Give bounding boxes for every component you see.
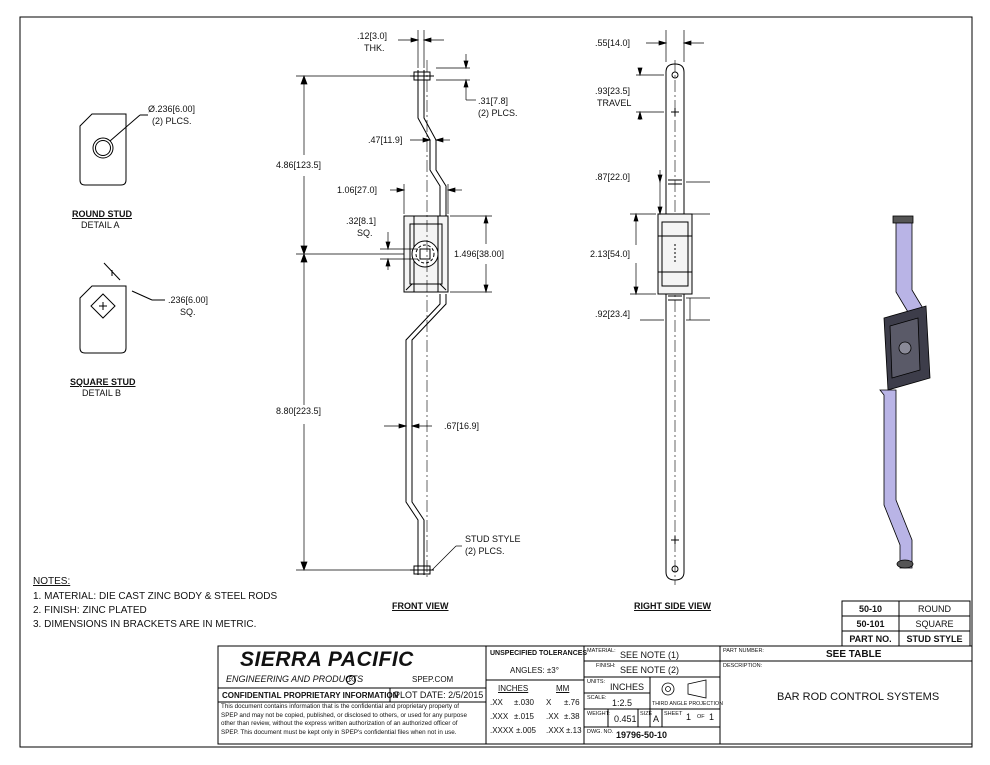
side-view-lock-body [657,213,693,295]
part-table-part-cell: 50-10 [858,604,883,614]
front-view-lock-body [403,215,449,293]
detail-round-title: ROUND STUD [72,209,132,219]
finish-value: SEE NOTE (2) [620,665,680,675]
tol-in-format: .XXXX [490,726,514,735]
dwg-label: DWG. NO. [587,729,614,735]
tol-in-format: .XX [490,698,503,707]
sheet-number: 1 [686,712,692,722]
size-value: A [653,714,660,724]
dim-upper-length: 4.86[123.5] [276,160,322,170]
dim-offset-top-note: (2) PLCS. [478,108,518,118]
dim-travel: .93[23.5] [595,86,631,96]
dim-side-lower-gap: .92[23.4] [595,309,631,319]
detail-round-note: (2) PLCS. [152,116,192,126]
sheet-label: SHEET [664,711,683,717]
part-table-header-part: PART NO. [849,634,892,644]
tol-mm-format: .XXX [546,726,565,735]
detail-square-title: SQUARE STUD [70,377,136,387]
dim-upper-offset: .47[11.9] [368,135,403,145]
third-angle-projection-symbol [661,679,707,699]
size-label: SIZE [640,711,653,717]
dim-side-upper-gap: .87[22.0] [595,172,631,182]
material-label: MATERIAL: [587,648,616,654]
tol-in-value: ±.005 [516,726,536,735]
tolerances-title: UNSPECIFIED TOLERANCES [490,650,588,657]
company-subtitle: ENGINEERING AND PRODUCTS [226,674,364,684]
part-table-header-style: STUD STYLE [906,634,963,644]
units-label: UNITS: [587,679,606,685]
tolerances-mm-header: MM [556,684,570,693]
tol-mm-value: ±.38 [564,712,580,721]
tol-in-value: ±.030 [514,698,534,707]
dim-thk-label: THK. [364,43,385,53]
front-view-title: FRONT VIEW [392,601,449,611]
dim-lower-length: 8.80[223.5] [276,406,322,416]
detail-a-round-stud [79,113,148,186]
part-number-value: SEE TABLE [826,649,882,660]
sheet-total: 1 [709,712,715,722]
dim-body-width: 1.06[27.0] [337,185,378,195]
plot-date: PLOT DATE: 2/5/2015 [394,690,484,700]
part-table-part-cell: 50-101 [856,619,885,629]
front-view-rod [405,70,447,575]
tol-mm-format: .XX [546,712,559,721]
tolerances-inches-header: INCHES [498,684,529,693]
part-table-style-cell: SQUARE [915,619,954,629]
dim-side-width: .55[14.0] [595,38,631,48]
confidential-title: CONFIDENTIAL PROPRIETARY INFORMATION [222,691,399,700]
front-view-dimensions [296,30,492,571]
weight-value: 0.451 [614,714,637,724]
tol-mm-value: ±.13 [566,726,582,735]
detail-b-square-stud [79,262,165,354]
company-name: SIERRA PACIFIC [240,648,414,671]
dim-offset-top: .31[7.8] [478,96,509,106]
description-value: BAR ROD CONTROL SYSTEMS [777,691,940,703]
weight-label: WEIGHT: [587,711,610,717]
isometric-view [879,215,931,569]
tol-in-format: .XXX [490,712,509,721]
dim-body-height: 1.496[38.00] [454,249,505,259]
dwg-number: 19796-50-10 [616,730,668,740]
tol-mm-value: ±.76 [564,698,580,707]
detail-square-dim: .236[6.00] [168,295,209,305]
description-label: DESCRIPTION: [723,663,763,669]
detail-square-sub: DETAIL B [82,388,122,398]
sheet-border [19,16,973,748]
part-table-style-cell: ROUND [918,604,951,614]
detail-round-sub: DETAIL A [81,220,120,230]
title-block-grid [217,645,973,745]
scale-value: 1:2.5 [612,698,633,708]
tol-in-value: ±.015 [514,712,534,721]
sheet-of: OF [697,714,705,720]
tol-mm-format: X [546,698,552,707]
note-item: 3. DIMENSIONS IN BRACKETS ARE IN METRIC. [33,619,257,630]
notes-title: NOTES: [33,576,71,587]
material-value: SEE NOTE (1) [620,650,680,660]
part-number-label: PART NUMBER: [723,648,764,654]
finish-label: FINISH: [596,663,616,669]
company-website: SPEP.COM [412,675,454,684]
units-value: INCHES [610,682,645,692]
dim-travel-label: TRAVEL [597,98,632,108]
projection-label: THIRD ANGLE PROJECTION [652,701,723,707]
dim-stud-style: STUD STYLE [465,534,521,544]
scale-label: SCALE: [587,695,607,701]
side-view-dimensions [630,30,710,321]
registered-mark: R [346,675,356,685]
dim-thk: .12[3.0] [357,31,388,41]
note-item: 1. MATERIAL: DIE CAST ZINC BODY & STEEL … [33,591,278,602]
side-view-title: RIGHT SIDE VIEW [634,601,712,611]
dim-side-body: 2.13[54.0] [590,249,631,259]
dim-square-size: .32[8.1] [346,216,377,226]
side-view-rod [665,60,685,585]
dim-square-label: SQ. [357,228,373,238]
detail-square-note: SQ. [180,307,196,317]
detail-round-dim: Ø.236[6.00] [148,104,196,114]
dim-lower-offset: .67[16.9] [444,421,480,431]
tolerances-angles: ANGLES: ±3° [510,666,559,675]
note-item: 2. FINISH: ZINC PLATED [33,605,147,616]
dim-stud-style-note: (2) PLCS. [465,546,505,556]
confidential-text: This document contains information that … [221,703,467,736]
